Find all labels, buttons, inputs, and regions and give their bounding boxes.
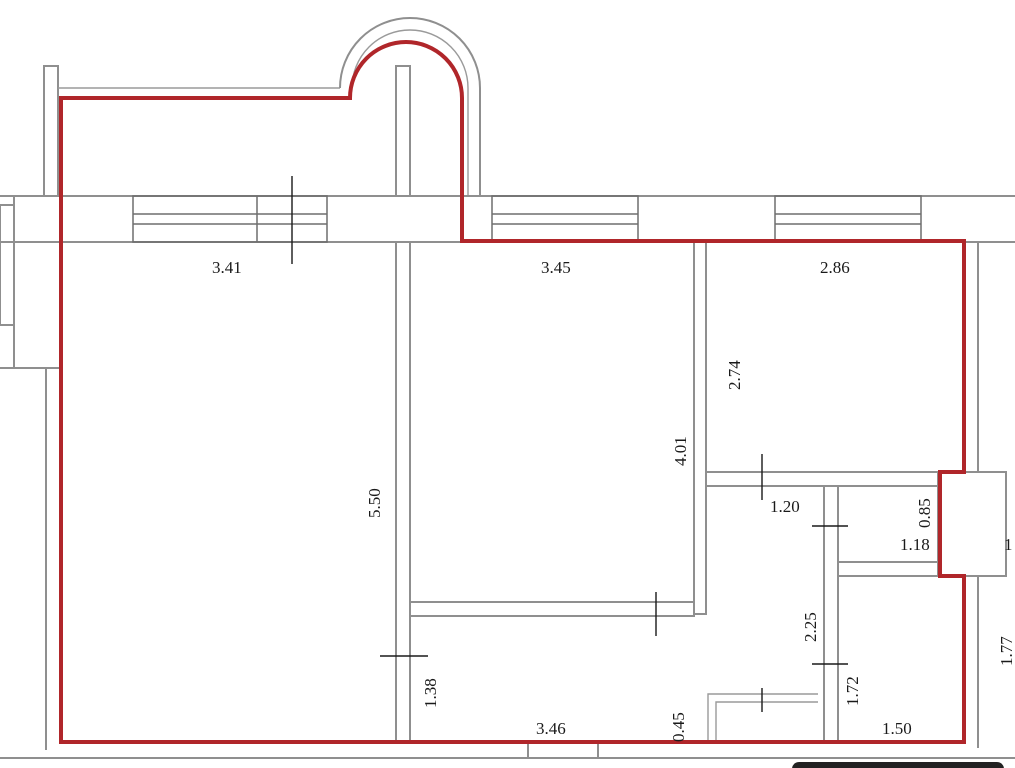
dim-bath-depth: 0.85 [915,498,934,528]
dim-hall-top: 1.20 [770,497,800,516]
dim-entry-depth: 1.38 [421,678,440,708]
dim-room3-depth: 2.74 [725,360,744,390]
apartment-boundary [59,40,966,744]
dim-right-edge: 1.77 [997,636,1015,666]
dim-partial: 1 [1004,535,1013,554]
overlay-pill [792,762,1004,768]
dim-room2-depth: 4.01 [671,436,690,466]
balcony-walls [43,17,481,197]
dim-room1-width: 3.41 [212,258,242,277]
dim-wc-width: 1.50 [882,719,912,738]
window-room3 [774,195,922,243]
interior-walls [0,241,1015,759]
dim-bath-width: 1.18 [900,535,930,554]
dim-room3-width: 2.86 [820,258,850,277]
dimension-ticks [291,176,848,712]
dim-wc-depth: 1.72 [843,676,862,706]
dim-niche-depth: 0.45 [669,712,688,742]
window-room2 [491,195,639,243]
dim-room2-width: 3.45 [541,258,571,277]
dim-kitchen-width: 3.46 [536,719,566,738]
dim-hall-depth: 2.25 [801,612,820,642]
dimension-labels: 3.41 3.45 2.86 2.74 4.01 5.50 1.20 0.85 … [212,258,1015,742]
facade-wall [0,195,1015,369]
dim-room1-depth: 5.50 [365,488,384,518]
window-room1 [132,195,328,243]
